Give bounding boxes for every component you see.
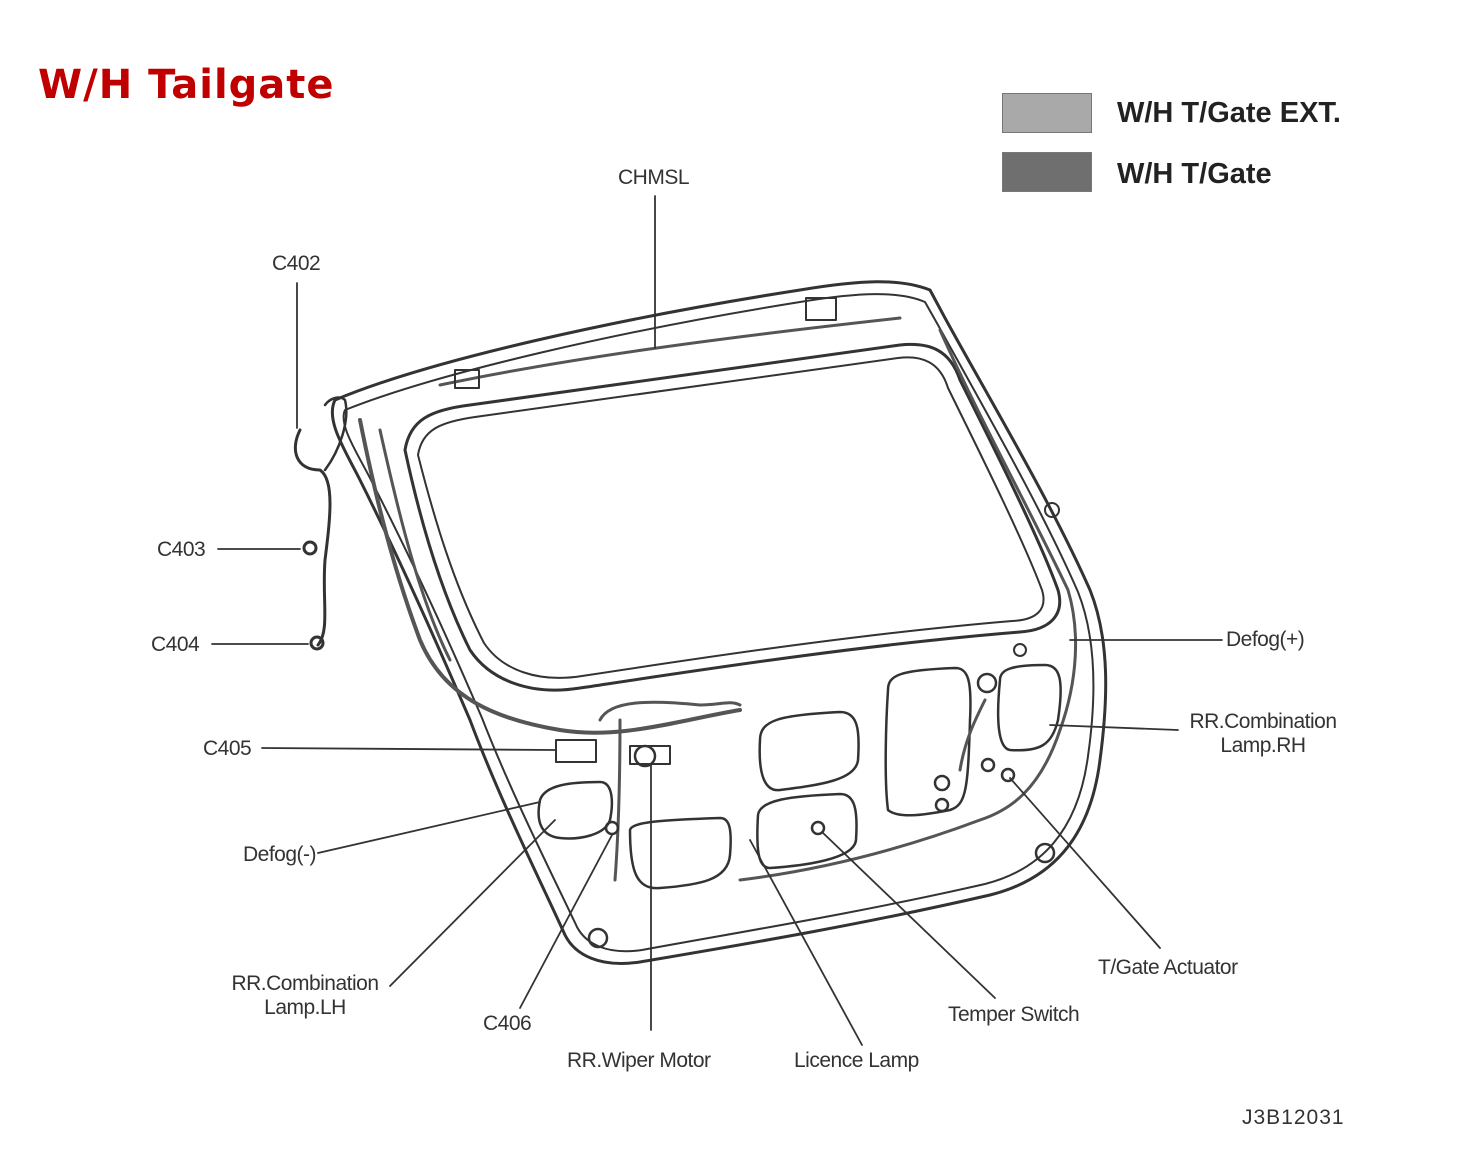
- callout-rr-comb-lh-line1: RR.Combination: [231, 972, 379, 995]
- leader-lines: [211, 195, 1223, 1046]
- callout-chmsl: CHMSL: [618, 166, 690, 189]
- tailgate-outline: [330, 280, 1108, 965]
- legend-swatch-ext: [1002, 93, 1092, 133]
- callout-tgate-actuator: T/Gate Actuator: [1098, 956, 1238, 979]
- callout-licence-lamp: Licence Lamp: [794, 1049, 919, 1072]
- legend-label-ext: W/H T/Gate EXT.: [1117, 97, 1341, 129]
- callout-c405: C405: [203, 737, 252, 760]
- glass-opening: [403, 342, 1062, 692]
- callout-c404: C404: [151, 633, 200, 656]
- legend-label-main: W/H T/Gate: [1117, 158, 1272, 190]
- figure-code: J3B12031: [1242, 1106, 1345, 1129]
- callout-rr-comb-rh-line2: Lamp.RH: [1220, 734, 1306, 757]
- page-title: W/H Tailgate: [38, 62, 335, 108]
- callout-rr-wiper-motor: RR.Wiper Motor: [567, 1049, 711, 1072]
- callout-c402: C402: [272, 252, 321, 275]
- callout-defog-minus: Defog(-): [243, 843, 317, 866]
- callout-defog-plus: Defog(+): [1226, 628, 1305, 651]
- callout-rr-comb-lh: RR.Combination Lamp.LH: [222, 972, 388, 1020]
- harness-main: [358, 418, 742, 735]
- callout-rr-comb-lh-line2: Lamp.LH: [264, 996, 346, 1019]
- callout-rr-comb-rh-line1: RR.Combination: [1189, 710, 1337, 733]
- legend-swatch-main: [1002, 152, 1092, 192]
- callout-temper-switch: Temper Switch: [948, 1003, 1080, 1026]
- callout-c406: C406: [483, 1012, 532, 1035]
- callout-c403: C403: [157, 538, 206, 561]
- callout-rr-comb-rh: RR.Combination Lamp.RH: [1180, 710, 1346, 758]
